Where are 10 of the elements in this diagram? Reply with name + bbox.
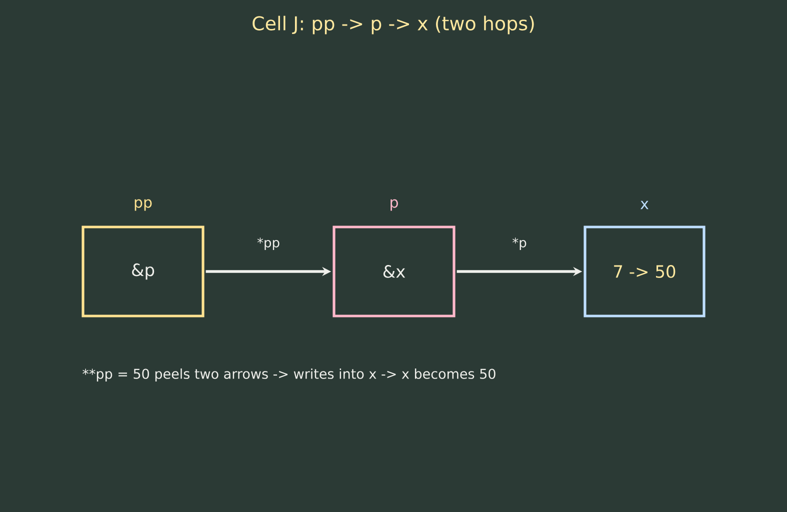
note: **pp = 50 peels two arrows -> writes into x -> x becomes 50 bbox=[82, 368, 496, 382]
box-heading: pp bbox=[134, 199, 152, 211]
value-box: &x bbox=[332, 226, 456, 318]
edge-label: *p bbox=[512, 238, 526, 250]
box-heading: x bbox=[640, 200, 648, 210]
box-heading: p bbox=[390, 199, 398, 211]
title: Cell J: pp -> p -> x (two hops) bbox=[252, 16, 534, 34]
value-box: 7 -> 50 bbox=[584, 226, 706, 318]
value-box: &p bbox=[82, 226, 204, 318]
edge-label: *pp bbox=[257, 238, 280, 250]
